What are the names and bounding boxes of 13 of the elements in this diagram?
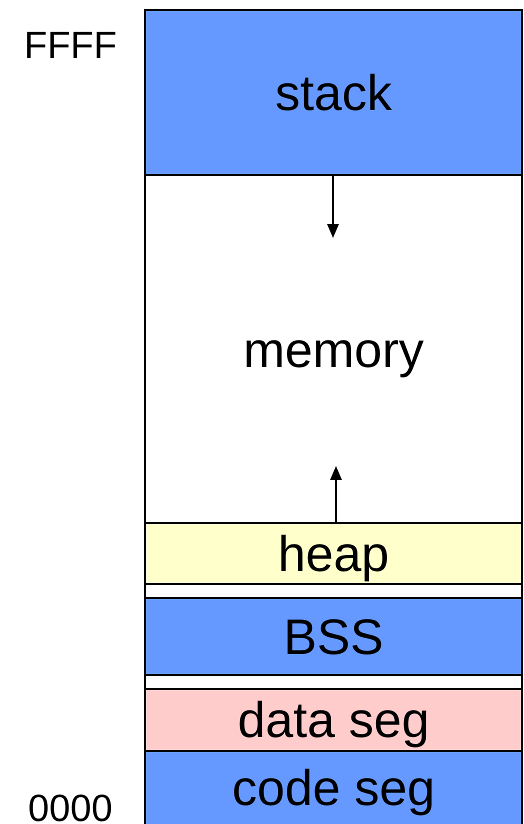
arrow (330, 466, 342, 522)
segment-label: BSS (283, 612, 384, 662)
segment-label: stack (275, 68, 392, 118)
heap-segment (144, 522, 523, 585)
stack-segment (144, 9, 523, 176)
data-segment (144, 688, 523, 752)
bss-segment (144, 597, 523, 676)
arrow (327, 175, 339, 238)
segment-label: data seg (238, 695, 430, 745)
address-label: 0000 (28, 790, 113, 824)
segment-label: code seg (232, 763, 435, 813)
code-segment (144, 750, 523, 824)
address-label: FFFF (24, 27, 117, 65)
